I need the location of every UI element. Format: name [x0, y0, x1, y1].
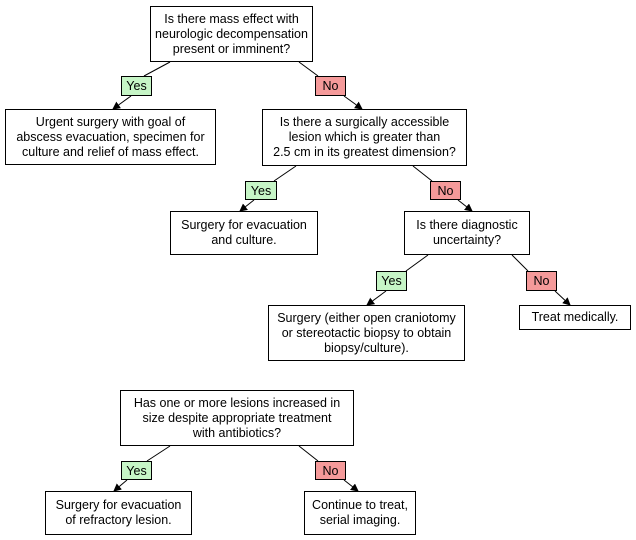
yes-label: Yes [376, 271, 407, 291]
connector [343, 95, 363, 110]
connector [239, 199, 255, 212]
no-label: No [526, 271, 557, 291]
connector [146, 445, 171, 462]
answer-continue-treat: Continue to treat, serial imaging. [304, 491, 416, 535]
connector [366, 290, 387, 306]
question-mass-effect: Is there mass effect with neurologic dec… [150, 6, 313, 62]
no-label: No [315, 76, 346, 96]
question-surgically-accessible: Is there a surgically accessible lesion … [262, 109, 467, 166]
answer-treat-medically: Treat medically. [519, 305, 631, 330]
connector [112, 95, 132, 110]
connector [511, 254, 529, 272]
connector [343, 479, 359, 492]
no-label: No [315, 461, 346, 480]
connector [412, 165, 433, 182]
answer-surgery-evacuation-culture: Surgery for evacuation and culture. [170, 211, 318, 255]
connector [113, 479, 128, 492]
connector [298, 61, 319, 77]
no-label: No [430, 181, 461, 200]
yes-label: Yes [245, 181, 277, 200]
connector [143, 61, 171, 77]
connector [405, 254, 429, 272]
connector [554, 290, 571, 306]
question-diagnostic-uncertainty: Is there diagnostic uncertainty? [404, 211, 530, 255]
answer-urgent-surgery: Urgent surgery with goal of abscess evac… [5, 109, 216, 165]
connector [457, 199, 473, 212]
answer-surgery-biopsy: Surgery (either open craniotomy or stere… [268, 305, 465, 361]
question-lesions-increased: Has one or more lesions increased in siz… [120, 390, 354, 446]
yes-label: Yes [121, 76, 152, 96]
answer-surgery-refractory: Surgery for evacuation of refractory les… [45, 491, 192, 535]
connector [298, 445, 319, 462]
yes-label: Yes [121, 461, 152, 480]
connector [273, 165, 297, 182]
